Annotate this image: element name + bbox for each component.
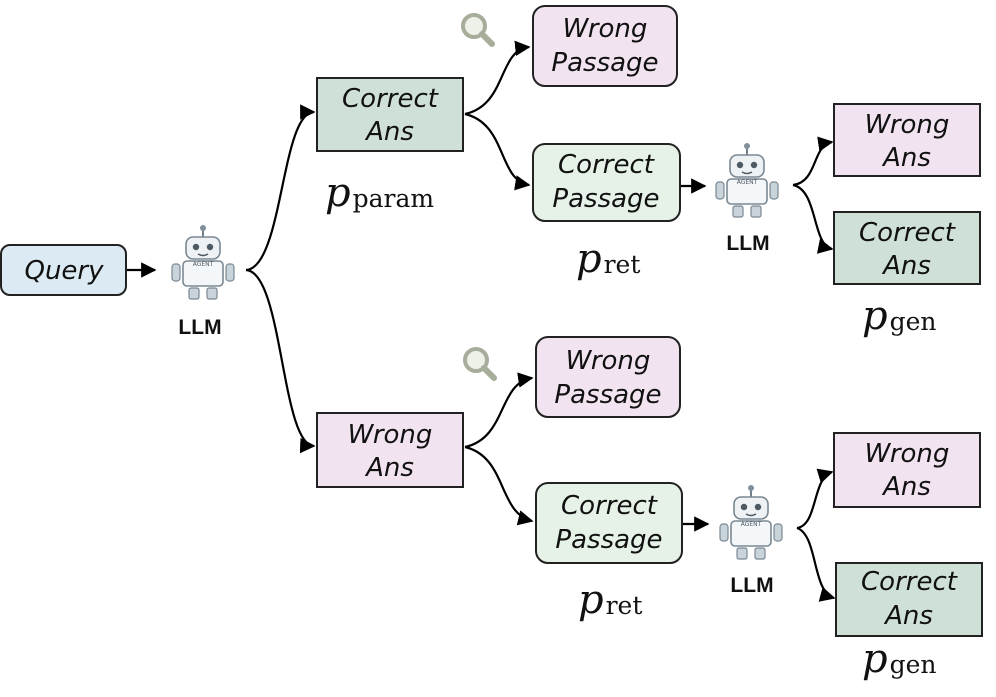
wrong-passage-line2: Passage	[551, 48, 658, 78]
query-label: Query	[24, 256, 104, 286]
wrong-ans-node-3: Wrong Ans	[833, 432, 981, 508]
robot-badge-text: AGENT	[193, 261, 214, 268]
wrong-ans-line2: Ans	[364, 453, 414, 483]
param-subscript: param	[353, 184, 435, 213]
correct-ans-line2: Ans	[364, 117, 414, 147]
svg-text:pgen: pgen	[862, 636, 937, 682]
p-gen-label-1: pgen	[862, 293, 937, 339]
correct-passage-node-1: Correct Passage	[532, 143, 681, 222]
p-symbol: p	[578, 577, 604, 623]
svg-text:pret: pret	[578, 577, 642, 623]
wrong-passage-node-2: Wrong Passage	[535, 336, 681, 418]
p-symbol: p	[325, 170, 351, 216]
robot-badge-text: AGENT	[737, 179, 758, 186]
correct-passage-line1: Correct	[561, 491, 658, 521]
correct-ans-line1: Correct	[342, 84, 439, 114]
llm-node-1: AGENT LLM	[171, 224, 235, 339]
correct-ans-line1: Correct	[859, 218, 956, 248]
correct-ans-line2: Ans	[881, 251, 931, 281]
wrong-passage-line2: Passage	[554, 380, 661, 410]
correct-passage-node-2: Correct Passage	[535, 482, 683, 564]
wrong-ans-node-2: Wrong Ans	[833, 103, 981, 177]
magnifier-icon	[465, 349, 494, 378]
query-node: Query	[0, 244, 127, 296]
svg-text:pret: pret	[576, 236, 640, 282]
magnifier-icon	[463, 15, 492, 44]
p-symbol: p	[862, 636, 888, 682]
correct-passage-line1: Correct	[558, 150, 655, 180]
p-symbol: p	[862, 293, 888, 339]
wrong-ans-node-1: Wrong Ans	[316, 412, 464, 488]
wrong-passage-line1: Wrong	[566, 346, 651, 376]
wrong-ans-line1: Wrong	[348, 420, 433, 450]
correct-ans-node-1: Correct Ans	[316, 77, 464, 152]
correct-ans-node-2: Correct Ans	[833, 211, 981, 285]
robot-badge-text: AGENT	[741, 521, 762, 528]
edges	[127, 40, 836, 602]
p-param-label: pparam	[325, 170, 434, 216]
llm-node-2: AGENT LLM	[715, 142, 779, 255]
wrong-passage-node-1: Wrong Passage	[532, 5, 678, 87]
correct-ans-line2: Ans	[883, 601, 933, 631]
ret-subscript: ret	[604, 250, 641, 279]
correct-ans-node-3: Correct Ans	[835, 562, 983, 637]
wrong-passage-line1: Wrong	[563, 14, 648, 44]
wrong-ans-line2: Ans	[881, 143, 931, 173]
ret-subscript: ret	[606, 591, 643, 620]
correct-passage-line2: Passage	[552, 184, 659, 214]
llm-label-2: LLM	[726, 232, 769, 255]
wrong-ans-line1: Wrong	[865, 439, 950, 469]
p-gen-label-2: pgen	[862, 636, 937, 682]
svg-text:pgen: pgen	[862, 293, 937, 339]
gen-subscript: gen	[890, 307, 937, 336]
llm-label-1: LLM	[178, 316, 221, 339]
wrong-ans-line2: Ans	[881, 472, 931, 502]
llm-label-3: LLM	[730, 574, 773, 597]
svg-text:pparam: pparam	[325, 170, 434, 216]
p-ret-label-1: pret	[576, 236, 640, 282]
llm-node-3: AGENT LLM	[719, 484, 783, 597]
correct-ans-line1: Correct	[861, 567, 958, 597]
p-symbol: p	[576, 236, 602, 282]
gen-subscript: gen	[890, 650, 937, 679]
correct-passage-line2: Passage	[555, 525, 662, 555]
p-ret-label-2: pret	[578, 577, 642, 623]
wrong-ans-line1: Wrong	[865, 110, 950, 140]
